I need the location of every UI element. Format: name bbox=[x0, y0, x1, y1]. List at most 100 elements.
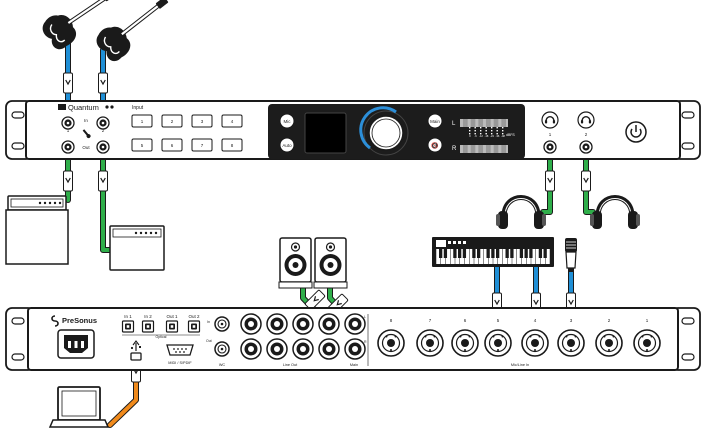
usb-port[interactable] bbox=[130, 352, 142, 361]
meter-segment bbox=[499, 145, 500, 153]
meter-segment bbox=[464, 145, 466, 153]
optical-port-lens bbox=[170, 325, 174, 328]
keyboard-black-key bbox=[519, 249, 524, 258]
input-select-button-4[interactable] bbox=[221, 114, 243, 128]
input-select-button-3[interactable] bbox=[191, 114, 213, 128]
master-encoder-knob[interactable] bbox=[368, 115, 404, 151]
meter-segment bbox=[473, 145, 475, 153]
keyboard-black-key bbox=[491, 249, 495, 258]
mic-line-combo-input-5[interactable] bbox=[484, 329, 512, 357]
headphone-2-label: 2 bbox=[585, 132, 588, 137]
mic-line-combo-input-1[interactable] bbox=[633, 329, 661, 357]
mic-line-combo-input-3[interactable] bbox=[557, 329, 585, 357]
meter-segment bbox=[503, 119, 505, 127]
input-select-button-1[interactable] bbox=[131, 114, 153, 128]
line-output-jack[interactable] bbox=[292, 338, 314, 360]
instrument-input-1-jack[interactable] bbox=[61, 116, 75, 130]
line-output-jack[interactable] bbox=[292, 313, 314, 335]
keyboard-black-key bbox=[529, 249, 533, 258]
midi-in-1-label: In 1 bbox=[124, 314, 132, 319]
line-output-jack[interactable] bbox=[266, 338, 288, 360]
input-select-button-7[interactable] bbox=[191, 138, 213, 152]
input-select-button-2[interactable] bbox=[161, 114, 183, 128]
headphone-output-1-jack[interactable] bbox=[543, 140, 557, 154]
meter-segment bbox=[464, 119, 466, 127]
main-output-jack[interactable] bbox=[344, 313, 366, 335]
instrument-output-2-jack[interactable] bbox=[96, 140, 110, 154]
mic-line-combo-input-8[interactable] bbox=[377, 329, 405, 357]
input-select-button-6[interactable] bbox=[161, 138, 183, 152]
rear-panel: PreSonus In 1 In 2 Out 1 Out 2 Optical bbox=[5, 307, 701, 371]
mic-line-combo-input-4[interactable] bbox=[521, 329, 549, 357]
meter-segment bbox=[506, 145, 507, 153]
main-button[interactable] bbox=[427, 113, 443, 129]
line-output-jack[interactable] bbox=[240, 338, 262, 360]
line-output-jack[interactable] bbox=[266, 313, 288, 335]
meter-segment bbox=[466, 145, 468, 153]
meter-segment bbox=[461, 119, 462, 127]
mic-line-combo-input-7[interactable] bbox=[416, 329, 444, 357]
keyboard-black-key bbox=[462, 249, 467, 258]
headphones-icon bbox=[580, 116, 592, 124]
mic-line-combo-input-2[interactable] bbox=[595, 329, 623, 357]
midi-spdif-port[interactable] bbox=[166, 344, 194, 356]
line-output-jack[interactable] bbox=[318, 338, 340, 360]
midi-spdif-label: MIDI / S/PDIF bbox=[168, 361, 192, 365]
meter-left-label: L bbox=[452, 121, 456, 127]
instrument-input-2-jack[interactable] bbox=[96, 116, 110, 130]
meter-segment bbox=[483, 145, 484, 153]
input-select-button-5[interactable] bbox=[131, 138, 153, 152]
iec-power-inlet-icon[interactable] bbox=[57, 329, 95, 359]
meter-segment bbox=[474, 145, 476, 153]
meter-segment bbox=[484, 119, 485, 127]
main-output-jack[interactable] bbox=[344, 338, 366, 360]
meter-segment bbox=[495, 145, 497, 153]
auto-button[interactable] bbox=[279, 137, 295, 153]
meter-scale-label: -36 bbox=[496, 134, 500, 138]
meter-dot bbox=[496, 127, 498, 129]
meter-scale-label: -48 bbox=[501, 134, 505, 138]
combo-input-number: 6 bbox=[464, 318, 467, 323]
meter-segment bbox=[462, 145, 463, 153]
headphone-2-volume-knob[interactable] bbox=[577, 111, 595, 129]
line-output-jack[interactable] bbox=[240, 313, 262, 335]
studio-monitor-icon bbox=[279, 237, 312, 283]
combo-input-number: 7 bbox=[429, 318, 432, 323]
usb-icon bbox=[130, 340, 141, 351]
meter-segment bbox=[507, 119, 508, 127]
wc-out-label: Out bbox=[206, 339, 212, 343]
meter-segment bbox=[491, 145, 492, 153]
meter-segment bbox=[465, 145, 467, 153]
headphone-1-volume-knob[interactable] bbox=[541, 111, 559, 129]
midi-in-2-label: In 2 bbox=[144, 314, 152, 319]
out-label: Out bbox=[82, 145, 90, 150]
meter-dot bbox=[474, 133, 476, 135]
input-select-button-8[interactable] bbox=[221, 138, 243, 152]
meter-segment bbox=[501, 145, 503, 153]
line-output-jack[interactable] bbox=[318, 313, 340, 335]
input-group-label: Input bbox=[132, 105, 144, 111]
mic-line-in-label: Mic/Line In bbox=[511, 363, 529, 367]
mic-line-combo-input-6[interactable] bbox=[451, 329, 479, 357]
mic-button[interactable] bbox=[279, 113, 295, 129]
optical-port-lens bbox=[126, 325, 130, 328]
headphone-output-2-jack[interactable] bbox=[579, 140, 593, 154]
front-brand: Quantum bbox=[68, 103, 99, 112]
word-clock-in-port[interactable] bbox=[214, 316, 230, 332]
meter-scale-label: -6 bbox=[474, 134, 477, 138]
word-clock-out-port[interactable] bbox=[214, 341, 230, 357]
mute-button[interactable] bbox=[427, 137, 443, 153]
headphones-icon bbox=[494, 195, 548, 231]
presonus-logo bbox=[51, 315, 59, 327]
meter-dot bbox=[491, 130, 493, 132]
meter-segment bbox=[485, 119, 486, 127]
meter-segment bbox=[506, 119, 507, 127]
instrument-output-1-jack[interactable] bbox=[61, 140, 75, 154]
keyboard-black-key bbox=[472, 249, 476, 258]
meter-segment bbox=[476, 145, 477, 153]
meter-segment bbox=[468, 119, 469, 127]
meter-dot bbox=[474, 127, 476, 129]
meter-segment bbox=[493, 119, 495, 127]
line-out-label: Line Out bbox=[283, 363, 298, 367]
optical-port-lens bbox=[146, 325, 150, 328]
